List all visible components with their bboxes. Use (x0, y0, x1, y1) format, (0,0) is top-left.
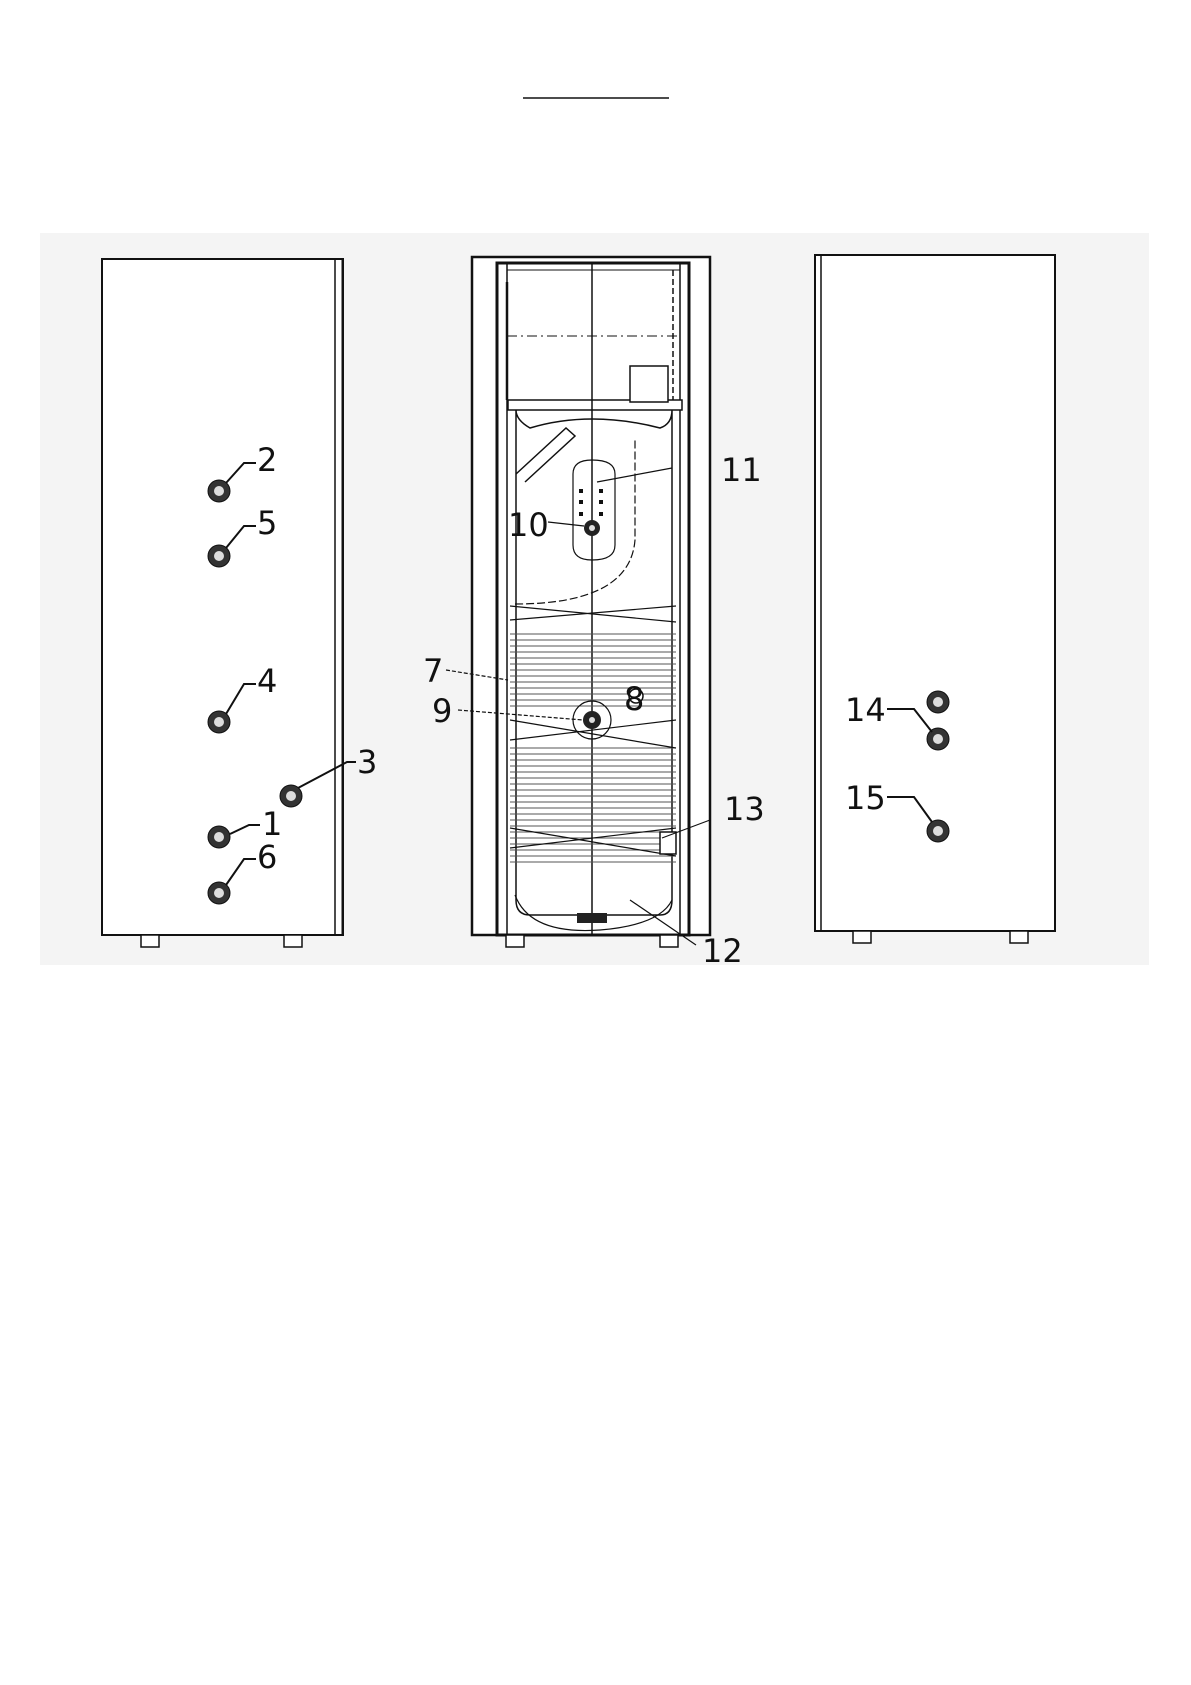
callout-6: 6 (257, 838, 277, 876)
right-side-view: 14 15 (815, 255, 1055, 943)
callout-13: 13 (724, 790, 765, 828)
callout-3: 3 (357, 743, 377, 781)
right-foot-2 (1010, 931, 1028, 943)
callout-14: 14 (845, 691, 886, 729)
callout-5: 5 (257, 504, 277, 542)
left-side-view: 2 5 4 3 1 6 (102, 259, 377, 947)
fan-housing (630, 366, 668, 402)
callout-2: 2 (257, 441, 277, 479)
callout-10: 10 (508, 506, 549, 544)
callout-9: 9 (432, 692, 452, 730)
right-foot-1 (853, 931, 871, 943)
callout-7: 7 (423, 652, 443, 690)
callout-12: 12 (702, 932, 743, 970)
left-foot-1 (141, 935, 159, 947)
callout-11: 11 (721, 451, 762, 489)
cutaway-foot-1 (506, 935, 524, 947)
cutaway-foot-2 (660, 935, 678, 947)
callout-15: 15 (845, 779, 886, 817)
left-foot-2 (284, 935, 302, 947)
callout-4: 4 (257, 662, 277, 700)
callout-8: 8 (624, 680, 644, 718)
